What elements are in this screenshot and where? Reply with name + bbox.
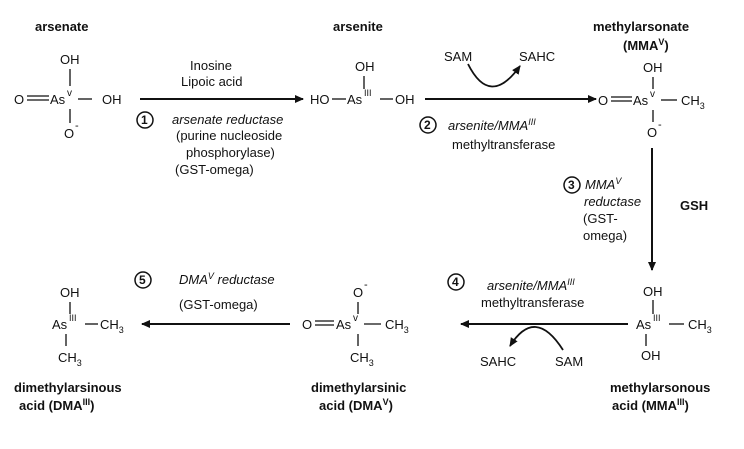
- step2-enzyme: arsenite/MMAIII: [448, 117, 536, 133]
- mmaiii-structure: OH As III CH3 OH: [636, 284, 712, 363]
- step4-line2: methyltransferase: [481, 295, 584, 310]
- step1-enzyme: arsenate reductase: [172, 112, 283, 127]
- mmav-as: As: [633, 93, 649, 108]
- mmaiii-label-line1: methylarsonous: [610, 380, 710, 395]
- dmav-ox-state: v: [353, 313, 358, 324]
- step3-number: 3: [568, 178, 575, 192]
- step2-line2: methyltransferase: [452, 137, 555, 152]
- mmaiii-ox-state: III: [653, 313, 661, 323]
- mmaiii-ch3: CH3: [688, 317, 712, 335]
- mmaiii-label-line2: acid (MMAIII): [612, 397, 689, 413]
- dmaiii-ch3-right: CH3: [100, 317, 124, 335]
- step3-cofactor-gsh: GSH: [680, 198, 708, 213]
- dmaiii-ch3-bottom: CH3: [58, 350, 82, 368]
- dmaiii-label-line2: acid (DMAIII): [19, 397, 94, 413]
- step2-number: 2: [424, 118, 431, 132]
- step4-enzyme: arsenite/MMAIII: [487, 277, 575, 293]
- mmaiii-oh-top: OH: [643, 284, 663, 299]
- step1-line4: (GST-omega): [175, 162, 254, 177]
- step4-cofactor-arc: [509, 326, 564, 351]
- dmav-o-minus: O: [353, 285, 363, 300]
- dmav-structure: O - O As v CH3 CH3: [302, 279, 409, 368]
- arsenite-structure: OH HO As III OH: [310, 59, 415, 107]
- arsenite-oh-right: OH: [395, 92, 415, 107]
- step1-line2: (purine nucleoside: [176, 128, 282, 143]
- dmaiii-as: As: [52, 317, 68, 332]
- dmav-charge: -: [364, 279, 368, 291]
- dmav-ch3-bottom: CH3: [350, 350, 374, 368]
- mmav-oh-top: OH: [643, 60, 663, 75]
- step4-cofactor-sahc: SAHC: [480, 354, 516, 369]
- mmav-structure: OH O As v CH3 O -: [598, 60, 705, 140]
- step2-cofactor-sam: SAM: [444, 49, 472, 64]
- dmaiii-oh-top: OH: [60, 285, 80, 300]
- mmaiii-oh-bottom: OH: [641, 348, 661, 363]
- mmav-ox-state: v: [650, 89, 655, 100]
- step3-line3: omega): [583, 228, 627, 243]
- step1-circle: [136, 111, 154, 129]
- step5-circle: [134, 271, 152, 289]
- arsenite-oh-top: OH: [355, 59, 375, 74]
- step3-line2: (GST-: [583, 211, 618, 226]
- arsenite-ho: HO: [310, 92, 330, 107]
- mmav-label-line1: methylarsonate: [593, 19, 689, 34]
- step2-cofactor-arc: [467, 63, 521, 88]
- arsenate-as: As: [50, 92, 66, 107]
- arsenate-label: arsenate: [35, 19, 88, 34]
- mmav-o-double: O: [598, 93, 608, 108]
- dmav-as: As: [336, 317, 352, 332]
- step1-number: 1: [141, 113, 148, 127]
- step1-cofactor-lipoic: Lipoic acid: [181, 74, 242, 89]
- step3-circle: [563, 176, 581, 194]
- arsenite-as: As: [347, 92, 363, 107]
- dmav-o-double: O: [302, 317, 312, 332]
- step5-enzyme: DMAV reductase: [179, 271, 275, 287]
- step5-number: 5: [139, 273, 146, 287]
- dmaiii-label-line1: dimethylarsinous: [14, 380, 122, 395]
- step4-number: 4: [452, 275, 459, 289]
- dmav-label-line1: dimethylarsinic: [311, 380, 406, 395]
- arsenate-o-minus: O: [64, 126, 74, 141]
- arsenate-ox-state: v: [67, 88, 72, 99]
- arsenate-structure: OH O As v OH O -: [14, 52, 122, 141]
- arsenite-label: arsenite: [333, 19, 383, 34]
- step5-line2: (GST-omega): [179, 297, 258, 312]
- step3-enzyme-b: reductase: [584, 194, 641, 209]
- mmaiii-as: As: [636, 317, 652, 332]
- step1-line3: phosphorylase): [186, 145, 275, 160]
- arsenate-o-double: O: [14, 92, 24, 107]
- mmav-label-line2: (MMAV): [623, 37, 669, 53]
- dmav-label-line2: acid (DMAV): [319, 397, 393, 413]
- arsenite-ox-state: III: [364, 88, 372, 98]
- arsenate-oh-top: OH: [60, 52, 80, 67]
- step1-cofactor-inosine: Inosine: [190, 58, 232, 73]
- mmav-charge: -: [658, 119, 662, 131]
- mmav-o-minus: O: [647, 125, 657, 140]
- dmaiii-structure: OH As III CH3 CH3: [52, 285, 124, 368]
- step4-circle: [447, 273, 465, 291]
- step2-circle: [419, 116, 437, 134]
- step3-enzyme-a: MMAV: [585, 176, 622, 192]
- step4-cofactor-sam: SAM: [555, 354, 583, 369]
- arsenate-charge: -: [75, 120, 79, 132]
- arsenate-oh-right: OH: [102, 92, 122, 107]
- dmaiii-ox-state: III: [69, 313, 77, 323]
- mmav-ch3: CH3: [681, 93, 705, 111]
- dmav-ch3-right: CH3: [385, 317, 409, 335]
- step2-cofactor-sahc: SAHC: [519, 49, 555, 64]
